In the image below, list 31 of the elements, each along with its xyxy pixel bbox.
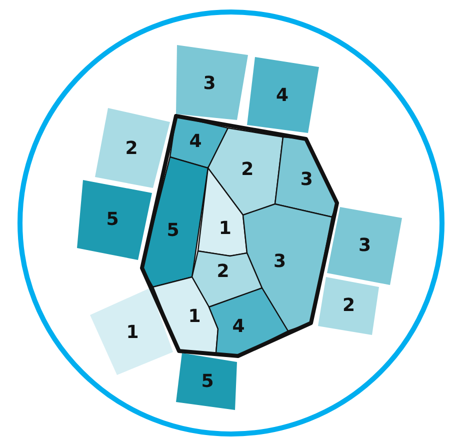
map-region: [153, 277, 218, 353]
map-region: [208, 128, 283, 215]
map-region: [209, 288, 288, 356]
tile: [176, 45, 248, 120]
tile: [77, 180, 152, 260]
region-number: 4: [232, 318, 245, 336]
region-number: 5: [166, 222, 180, 240]
region-number: 3: [273, 252, 286, 271]
region-outline: [142, 116, 337, 356]
region-number: 1: [188, 308, 201, 326]
region-number: 2: [241, 161, 254, 180]
region-number: 4: [189, 133, 202, 152]
tile: [327, 207, 402, 285]
tile: [318, 277, 379, 335]
region-number: 3: [358, 236, 372, 255]
region-number: 3: [203, 74, 216, 92]
tile: [247, 57, 319, 133]
region-number: 2: [125, 140, 138, 158]
map-region: [192, 251, 262, 307]
tile: [176, 353, 237, 410]
region-number: 1: [126, 324, 139, 342]
tile: [90, 288, 173, 375]
region-number: 3: [300, 171, 313, 189]
region-number: 4: [276, 86, 289, 104]
tile: [95, 108, 170, 188]
region-number: 5: [201, 372, 214, 391]
region-number: 2: [342, 297, 356, 316]
region-number: 1: [218, 220, 232, 238]
map-region: [142, 157, 208, 287]
region-number: 5: [106, 211, 119, 230]
region-number: 2: [216, 263, 230, 281]
